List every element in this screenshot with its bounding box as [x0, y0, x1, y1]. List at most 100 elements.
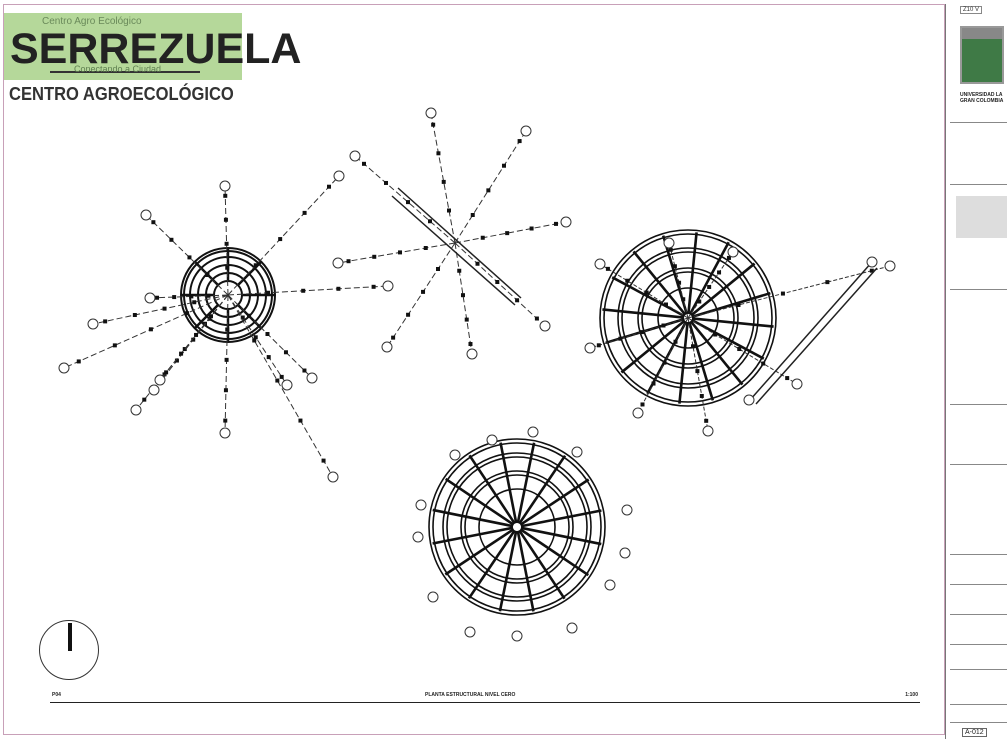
column-mark — [761, 361, 766, 366]
grid-bubble — [425, 107, 437, 119]
radial-beam — [688, 241, 730, 316]
grid-bubble — [306, 372, 318, 384]
grid-axis — [354, 155, 456, 244]
column-mark — [618, 336, 623, 341]
column-mark — [302, 368, 307, 373]
column-mark — [529, 226, 534, 231]
radial-beam — [518, 454, 567, 525]
radial-beam — [602, 308, 685, 319]
radial-beam — [518, 529, 566, 600]
column-mark — [223, 217, 228, 222]
radial-beam — [499, 442, 518, 524]
grid-bubble — [449, 449, 461, 461]
column-mark — [298, 418, 303, 423]
drawing-id: P04 — [52, 692, 61, 698]
column-mark — [336, 286, 341, 291]
column-mark — [148, 327, 153, 332]
column-mark — [431, 122, 436, 127]
column-mark — [639, 330, 644, 335]
ring-beam — [442, 452, 592, 602]
column-mark — [480, 235, 485, 240]
grid-bubble — [148, 384, 160, 396]
grid-bubble — [427, 591, 439, 603]
grid-bubble — [511, 630, 523, 642]
grid-bubble — [584, 342, 596, 354]
grid-bubble — [219, 180, 231, 192]
column-mark — [697, 299, 702, 304]
column-mark — [223, 418, 228, 423]
column-mark — [664, 302, 668, 307]
column-mark — [677, 280, 682, 285]
logo-tagline-top: Centro Agro Ecológico — [42, 16, 142, 27]
radial-beam — [432, 508, 514, 528]
column-mark — [825, 280, 830, 285]
column-mark — [362, 161, 366, 166]
structural-plan — [58, 107, 896, 642]
grid-bubble — [87, 318, 99, 330]
column-mark — [554, 221, 559, 226]
column-mark — [668, 247, 673, 252]
radial-beam — [468, 454, 516, 525]
radial-beam — [516, 442, 536, 524]
column-mark — [185, 311, 189, 316]
grid-bubble — [154, 374, 166, 386]
radial-beam — [193, 304, 219, 330]
column-mark — [673, 339, 678, 344]
grid-axis — [227, 294, 313, 379]
grid-axis — [337, 242, 456, 264]
column-mark — [713, 332, 718, 337]
grid-bubble — [382, 280, 394, 292]
column-mark — [869, 268, 874, 273]
grid-bubble — [332, 257, 344, 269]
grid-axis — [227, 285, 389, 296]
grid-axis — [92, 294, 229, 325]
grid-bubble — [486, 434, 498, 446]
column-mark — [505, 231, 510, 236]
column-mark — [468, 342, 473, 347]
grid-axis — [145, 214, 229, 296]
column-mark — [457, 268, 462, 273]
column-mark — [436, 151, 441, 156]
grid-axis — [224, 185, 229, 296]
radial-beam — [687, 232, 698, 315]
grid-bubble — [560, 216, 572, 228]
radial-beam — [678, 321, 689, 404]
radial-beam — [516, 530, 535, 612]
column-mark — [371, 284, 376, 289]
column-mark — [423, 246, 428, 250]
ring-beam — [641, 271, 735, 365]
column-mark — [327, 184, 332, 189]
column-mark — [189, 294, 194, 299]
north-arrow-icon — [39, 620, 99, 680]
grid-bubble — [571, 446, 583, 458]
column-mark — [372, 254, 377, 259]
ring-beam — [603, 233, 773, 403]
column-mark — [495, 280, 500, 285]
grid-bubble — [566, 622, 578, 634]
column-mark — [486, 188, 491, 193]
column-mark — [625, 278, 630, 283]
column-mark — [132, 313, 137, 318]
grid-bubble — [884, 260, 896, 272]
ring-beam — [478, 488, 556, 566]
column-mark — [182, 347, 187, 352]
radial-beam — [690, 318, 765, 360]
column-mark — [517, 139, 522, 144]
column-mark — [179, 351, 184, 356]
grid-bubble — [791, 378, 803, 390]
ring-beam — [617, 247, 759, 389]
grid-bubble — [866, 256, 878, 268]
column-mark — [223, 388, 228, 393]
radial-beam — [467, 529, 516, 600]
column-mark — [717, 270, 722, 275]
radial-beam — [611, 276, 686, 318]
radial-beam — [519, 478, 590, 526]
grid-bubble — [632, 407, 644, 419]
grid-bubble — [539, 320, 551, 332]
radial-beam — [432, 526, 514, 545]
column-mark — [164, 370, 169, 375]
column-mark — [661, 323, 666, 328]
grid-bubble — [594, 258, 606, 270]
column-mark — [460, 293, 465, 298]
